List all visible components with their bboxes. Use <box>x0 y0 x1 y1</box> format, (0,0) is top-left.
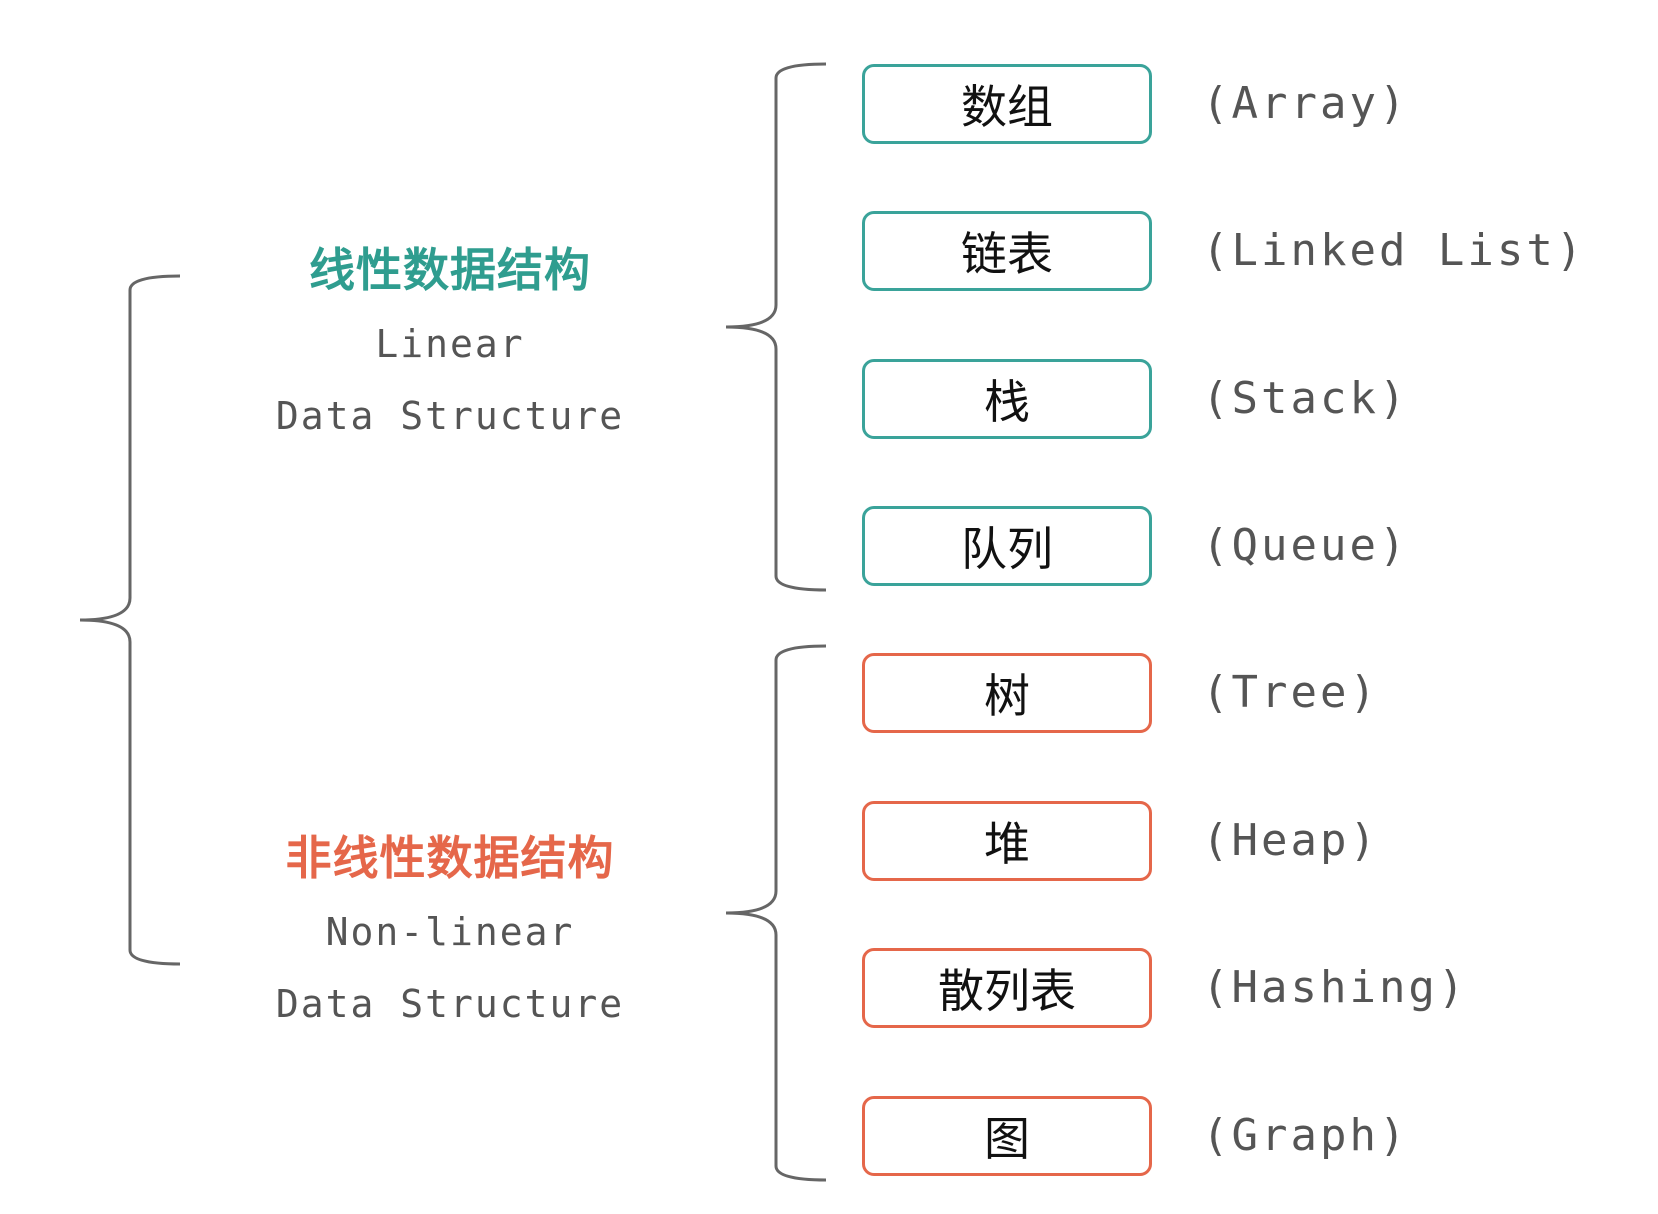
nonlinear-item-heap-english: (Heap) <box>1202 815 1379 866</box>
nonlinear-item-graph-box: 图 <box>862 1096 1152 1176</box>
linear-item-array-english: (Array) <box>1202 78 1409 129</box>
linear-item-queue-label: 队列 <box>961 522 1053 576</box>
nonlinear-item-heap-box: 堆 <box>862 801 1152 881</box>
linear-item-stack-label: 栈 <box>984 375 1030 429</box>
linear-item-array-label: 数组 <box>961 80 1053 134</box>
linear-item-linked-list-box: 链表 <box>862 211 1152 291</box>
linear-item-linked-list-english: (Linked List) <box>1202 225 1586 276</box>
nonlinear-group-title: 非线性数据结构 <box>285 831 615 885</box>
linear-bracket <box>725 62 827 592</box>
nonlinear-item-hashing-label: 散列表 <box>938 964 1076 1018</box>
outer-bracket <box>79 274 181 966</box>
linear-item-array-box: 数组 <box>862 64 1152 144</box>
nonlinear-bracket <box>725 644 827 1182</box>
nonlinear-item-tree-english: (Tree) <box>1202 667 1379 718</box>
nonlinear-group-subtitle-line2: Data Structure <box>275 982 625 1026</box>
nonlinear-item-tree-box: 树 <box>862 653 1152 733</box>
linear-group-subtitle-line2: Data Structure <box>275 394 625 438</box>
linear-item-queue-box: 队列 <box>862 506 1152 586</box>
linear-item-linked-list-label: 链表 <box>961 227 1053 281</box>
nonlinear-item-graph-label: 图 <box>984 1112 1030 1166</box>
nonlinear-item-graph-english: (Graph) <box>1202 1110 1409 1161</box>
linear-item-queue-english: (Queue) <box>1202 520 1409 571</box>
linear-item-stack-box: 栈 <box>862 359 1152 439</box>
linear-item-stack-english: (Stack) <box>1202 373 1409 424</box>
linear-group-subtitle-line1: Linear <box>375 322 525 366</box>
nonlinear-item-hashing-box: 散列表 <box>862 948 1152 1028</box>
nonlinear-item-heap-label: 堆 <box>984 817 1030 871</box>
nonlinear-group-subtitle-line1: Non-linear <box>325 910 575 954</box>
linear-group-title: 线性数据结构 <box>309 243 591 297</box>
nonlinear-item-hashing-english: (Hashing) <box>1202 962 1468 1013</box>
nonlinear-item-tree-label: 树 <box>984 669 1030 723</box>
